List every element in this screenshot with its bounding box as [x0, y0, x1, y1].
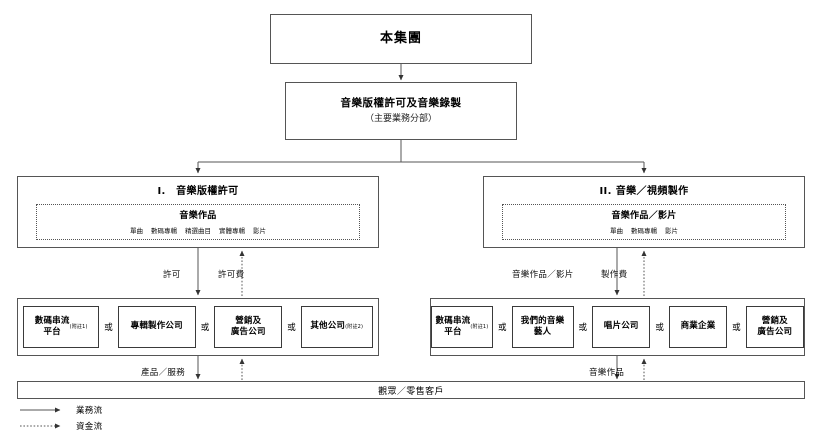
- legend-label: 業務流: [76, 406, 103, 416]
- division-music-video-production: II. 音樂／視頻製作 音樂作品／影片 單曲數碼專輯影片: [483, 176, 805, 248]
- channel-node: 營銷及廣告公司: [214, 306, 283, 348]
- works-item-list: 單曲數碼專輯影片: [503, 225, 785, 235]
- works-title: 音樂作品／影片: [611, 211, 677, 221]
- division-title: II. 音樂／視頻製作: [599, 186, 689, 197]
- division-music-licensing: I. 音樂版權許可 音樂作品 單曲數碼專輯精選曲目實體專輯影片: [17, 176, 379, 248]
- flow-label-business-right: 音樂作品／影片: [512, 270, 574, 280]
- legend-label: 資金流: [76, 422, 103, 432]
- channel-note: (附註1): [69, 323, 88, 330]
- customers-label: 觀眾／零售客戶: [378, 386, 444, 397]
- or-separator: 或: [578, 323, 588, 333]
- works-item: 單曲: [130, 227, 143, 235]
- segment-subtitle: （主要業務分部）: [364, 113, 437, 124]
- works-item: 數碼專輯: [631, 227, 657, 235]
- channel-note: (附註1): [470, 323, 489, 330]
- channel-node: 數碼串流平台(附註1): [23, 306, 100, 348]
- channel-node: 我們的音樂藝人: [511, 306, 574, 348]
- or-separator: 或: [200, 323, 210, 333]
- flow-label-business-left: 許可: [163, 270, 181, 280]
- flow-label-products-services: 產品／服務: [141, 368, 186, 378]
- dotted-arrow-icon: [20, 423, 61, 429]
- or-separator: 或: [732, 323, 741, 333]
- channel-node: 數碼串流平台(附註1): [431, 306, 494, 348]
- group-label: 本集團: [379, 30, 422, 46]
- works-item: 精選曲目: [185, 227, 211, 235]
- channel-node: 專輯製作公司: [117, 306, 196, 348]
- division-title: I. 音樂版權許可: [157, 186, 239, 197]
- works-item: 影片: [665, 227, 678, 235]
- legend-item-capital-flow: 資金流: [20, 418, 102, 434]
- flow-label-music-works: 音樂作品: [589, 368, 625, 378]
- legend: 業務流 資金流: [20, 402, 102, 434]
- works-item: 影片: [253, 227, 266, 235]
- legend-item-business-flow: 業務流: [20, 402, 102, 418]
- channel-node: 唱片公司: [592, 306, 651, 348]
- or-separator: 或: [287, 323, 296, 333]
- works-item: 實體專輯: [219, 227, 245, 235]
- works-item-list: 單曲數碼專輯精選曲目實體專輯影片: [37, 225, 359, 235]
- channel-node: 商業企業: [668, 306, 728, 348]
- segment-title: 音樂版權許可及音樂錄製: [340, 96, 462, 109]
- works-title: 音樂作品: [179, 211, 217, 221]
- works-item: 單曲: [610, 227, 623, 235]
- channel-node: 其他公司(附註2): [300, 306, 373, 348]
- or-separator: 或: [104, 323, 113, 333]
- channel-node: 營銷及廣告公司: [745, 306, 804, 348]
- channel-note: (附註2): [345, 323, 364, 330]
- solid-arrow-icon: [20, 407, 61, 413]
- flow-label-capital-left: 許可費: [218, 270, 245, 280]
- segment-node: 音樂版權許可及音樂錄製 （主要業務分部）: [285, 82, 517, 140]
- channel-row-licensing: 數碼串流平台(附註1)或專輯製作公司或營銷及廣告公司或其他公司(附註2): [17, 298, 379, 356]
- group-node: 本集團: [270, 14, 532, 64]
- channel-row-production: 數碼串流平台(附註1)或我們的音樂藝人或唱片公司或商業企業或營銷及廣告公司: [430, 298, 805, 356]
- customers-node: 觀眾／零售客戶: [17, 381, 805, 399]
- works-item: 數碼專輯: [151, 227, 177, 235]
- works-container: 音樂作品 單曲數碼專輯精選曲目實體專輯影片: [36, 204, 360, 240]
- works-container: 音樂作品／影片 單曲數碼專輯影片: [502, 204, 786, 240]
- flow-label-capital-right: 製作費: [601, 270, 628, 280]
- or-separator: 或: [655, 323, 664, 333]
- or-separator: 或: [498, 323, 507, 333]
